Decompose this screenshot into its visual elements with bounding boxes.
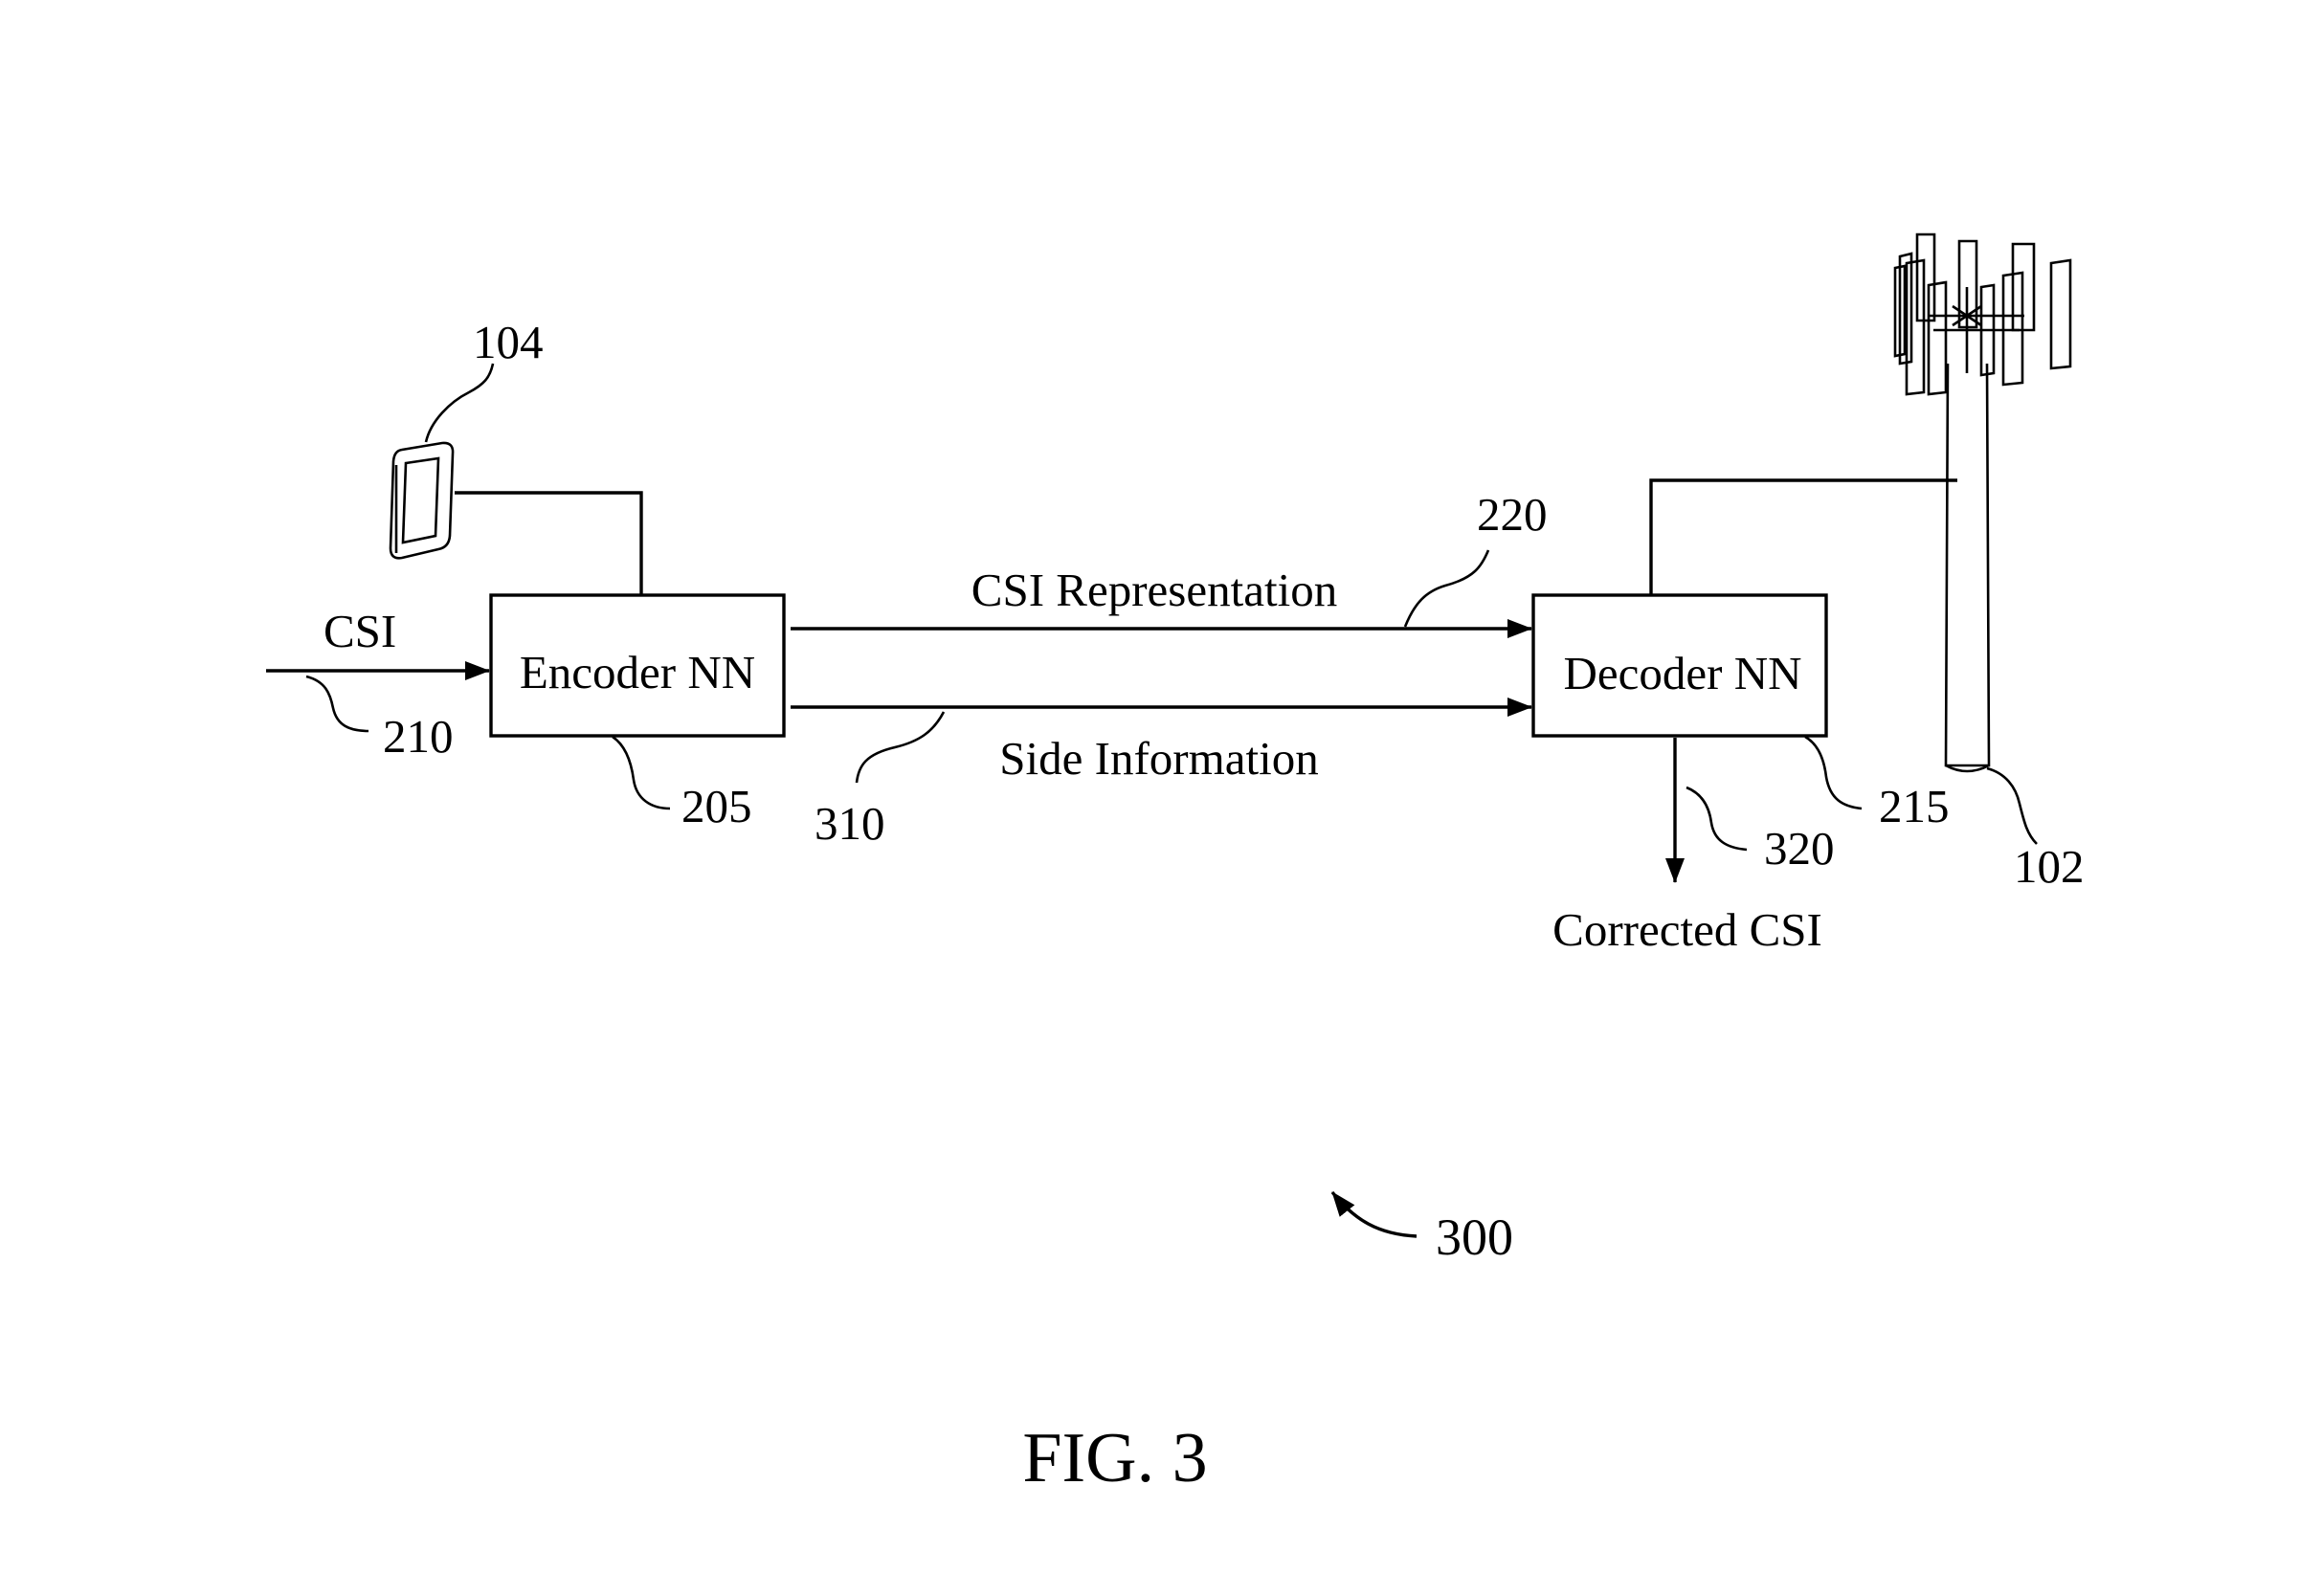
- tower-ref-label: 102: [2014, 840, 2085, 893]
- decoder-ref-label: 215: [1879, 780, 1950, 832]
- side-information-leader-line: [855, 711, 946, 784]
- figure-ref-label: 300: [1436, 1208, 1513, 1266]
- ue-leader-line: [424, 363, 495, 443]
- decoder-label: Decoder NN: [1564, 647, 1802, 699]
- encoder-leader-line: [612, 735, 671, 810]
- encoder-label: Encoder NN: [520, 646, 755, 698]
- figure-caption: FIG. 3: [1022, 1419, 1207, 1497]
- csi-representation-label: CSI Representation: [971, 564, 1337, 616]
- decoder-tower-connection: [1649, 478, 1957, 595]
- corrected-csi-ref-label: 320: [1764, 822, 1835, 875]
- ue-encoder-connection: [455, 491, 643, 595]
- encoder-block: [489, 593, 786, 738]
- decoder-leader-line: [1804, 735, 1863, 810]
- tower-leader-line: [1986, 766, 2038, 845]
- figure-ref-arrow: [1330, 1190, 1418, 1238]
- csi-input-leader-line: [305, 675, 369, 733]
- ue-ref-label: 104: [473, 316, 544, 368]
- csi-input-ref-label: 210: [383, 710, 454, 763]
- mobile-device-icon: [389, 441, 455, 560]
- cell-tower-icon: [1893, 233, 2072, 773]
- csi-representation-leader-line: [1403, 549, 1490, 628]
- decoder-block: [1531, 593, 1828, 738]
- csi-input-label: CSI: [324, 605, 396, 657]
- side-information-label: Side Information: [999, 732, 1318, 785]
- corrected-csi-label: Corrected CSI: [1552, 903, 1822, 956]
- csi-representation-ref-label: 220: [1477, 488, 1548, 541]
- corrected-csi-leader-line: [1686, 786, 1748, 852]
- encoder-ref-label: 205: [681, 780, 752, 832]
- side-information-ref-label: 310: [815, 797, 885, 850]
